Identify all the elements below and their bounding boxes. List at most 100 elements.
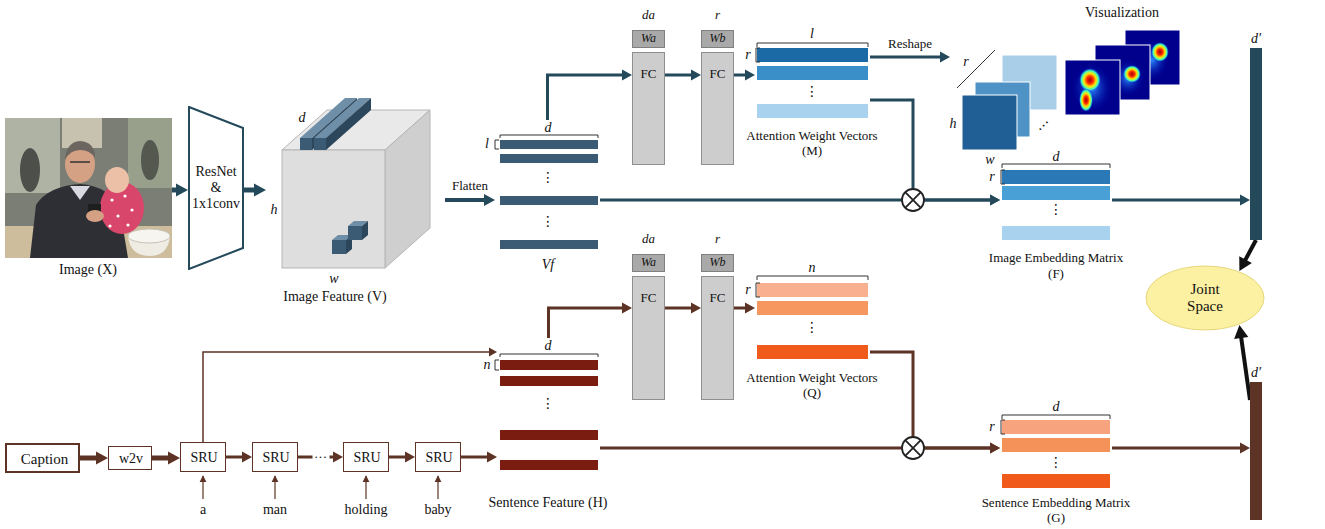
edge-label-slot: ··· — [312, 450, 329, 465]
connector-arrow — [734, 70, 755, 81]
dimension-brackets-part — [500, 135, 598, 138]
arrowhead — [691, 70, 701, 81]
matrix-rows-part — [1002, 226, 1110, 240]
vector-bar — [1250, 382, 1262, 520]
flattened-feature-matrix-text: Vf — [542, 257, 554, 273]
connector-line — [665, 307, 694, 310]
attention-map-drawing-part — [1079, 68, 1101, 92]
dimension-label: r — [989, 169, 994, 185]
attention-map-drawing-part — [1151, 42, 1169, 62]
sru-cell: SRU — [343, 442, 389, 472]
connector-arrow — [549, 303, 633, 339]
sentence-feature-matrix-text-slot: Sentence Feature (H) — [489, 495, 608, 511]
feature-cube-drawing-part — [348, 226, 362, 240]
arrowhead — [176, 183, 188, 196]
connector-arrow — [734, 303, 755, 314]
photo-illustration-part — [86, 210, 104, 222]
attention-maps: Visualization — [950, 2, 1182, 165]
embedding-vector-text-slot: d′ — [1251, 365, 1261, 381]
connector-arrow — [870, 52, 950, 63]
dimension-brackets-part — [757, 43, 868, 47]
connector-line — [226, 456, 245, 459]
dimension-brackets-part — [756, 283, 760, 297]
matrix-rows-part — [757, 48, 868, 62]
dimension-label: w — [985, 152, 994, 168]
fc-layer-text-slot: da — [642, 232, 655, 247]
embedding-matrix-text: Image Embedding Matrix — [989, 251, 1123, 266]
dimension-label: d — [545, 338, 552, 354]
sru-cell: SRU — [415, 442, 461, 472]
connector-arrow — [172, 183, 188, 196]
connector-arrow — [665, 303, 701, 314]
matrix-rows-part — [500, 196, 598, 205]
embedding-matrix-text-slot: Image Embedding Matrix — [989, 251, 1123, 266]
dimension-label-slot: n — [809, 260, 816, 276]
matrix-rows-part — [757, 66, 868, 80]
dimension-label-slot: baby — [424, 502, 451, 518]
connector-line — [389, 456, 408, 459]
dimension-label: ⋮ — [541, 214, 555, 230]
dimension-brackets-part — [495, 360, 499, 370]
dimension-label: d — [1053, 399, 1060, 415]
arrowhead — [484, 194, 495, 206]
attention-map-drawing-part — [1123, 65, 1141, 83]
dimension-label-slot: ⋮ — [541, 214, 555, 230]
dimension-label: l — [485, 136, 489, 152]
fc-layer-text-slot: FC — [641, 67, 657, 82]
fc-layer-text: Wb — [710, 32, 726, 46]
word-label: baby — [424, 502, 451, 518]
photo-illustration-part-part — [126, 223, 129, 226]
connector-line — [1112, 447, 1243, 450]
fc-layer-text: Wa — [641, 32, 656, 46]
fc-layer: daWaFC — [632, 232, 665, 400]
matrix-rows-part — [1002, 438, 1110, 452]
dimension-label: r — [745, 282, 750, 298]
dimension-label: d — [299, 110, 306, 126]
dimension-label-slot: r — [963, 54, 968, 70]
word-input-arrows-part — [437, 476, 438, 499]
joint-space-ellipse-text-slot: Joint Space — [1179, 281, 1231, 316]
sru-cell-text: SRU — [353, 450, 380, 466]
dimension-label-slot: ⋮ — [1049, 455, 1063, 471]
photo-illustration-part — [70, 161, 90, 163]
photo-illustration-part — [108, 194, 133, 227]
caption-box-text-slot: Caption — [21, 451, 69, 468]
dimension-brackets — [495, 43, 1110, 434]
dimension-label-slot: ⋯ — [1033, 115, 1054, 136]
photo-illustration-part — [5, 118, 172, 258]
attention-map-drawing-part — [1065, 60, 1120, 115]
connector-line — [870, 100, 993, 200]
dimension-label: d — [1053, 149, 1060, 165]
connector-line — [445, 198, 487, 202]
connector-arrow — [870, 352, 1000, 454]
connector-arrow — [461, 452, 497, 463]
connector-line — [665, 74, 694, 77]
photo-illustration-part-part — [108, 224, 111, 227]
fc-layer-text-slot: r — [715, 232, 720, 247]
feature-cube-drawing-part — [314, 138, 326, 150]
connector-arrow — [152, 451, 180, 464]
matrix-rows-part — [1002, 186, 1110, 200]
ellipse-shape — [1146, 266, 1264, 330]
multiply-symbol-part — [905, 440, 921, 456]
embedding-vector: d′ — [1250, 32, 1262, 240]
fc-layer-text: FC — [710, 67, 726, 82]
arrowhead — [691, 303, 701, 314]
flattened-feature-matrix: Vf — [495, 120, 600, 252]
fc-layer-text: FC — [641, 67, 657, 82]
connector-arrow — [1239, 240, 1256, 271]
embedding-matrix-text: (F) — [1048, 267, 1064, 282]
feature-cube-drawing-part — [362, 221, 368, 240]
image-node: Image (X) — [5, 118, 172, 258]
sru-cell-text: SRU — [262, 450, 289, 466]
word-input-arrows-part — [365, 476, 366, 499]
embedding-matrix-text-slot: Sentence Embedding Matrix — [982, 496, 1131, 511]
feature-cube-drawing-part — [332, 240, 346, 254]
matrix-rows-part — [757, 104, 868, 118]
dimension-label-slot: ⋮ — [541, 396, 555, 412]
matrix-rows-part — [500, 376, 598, 386]
dimension-label-slot: r — [745, 47, 750, 63]
dimension-label-slot: d — [545, 120, 552, 136]
fc-layer-text: Wb — [710, 256, 726, 270]
